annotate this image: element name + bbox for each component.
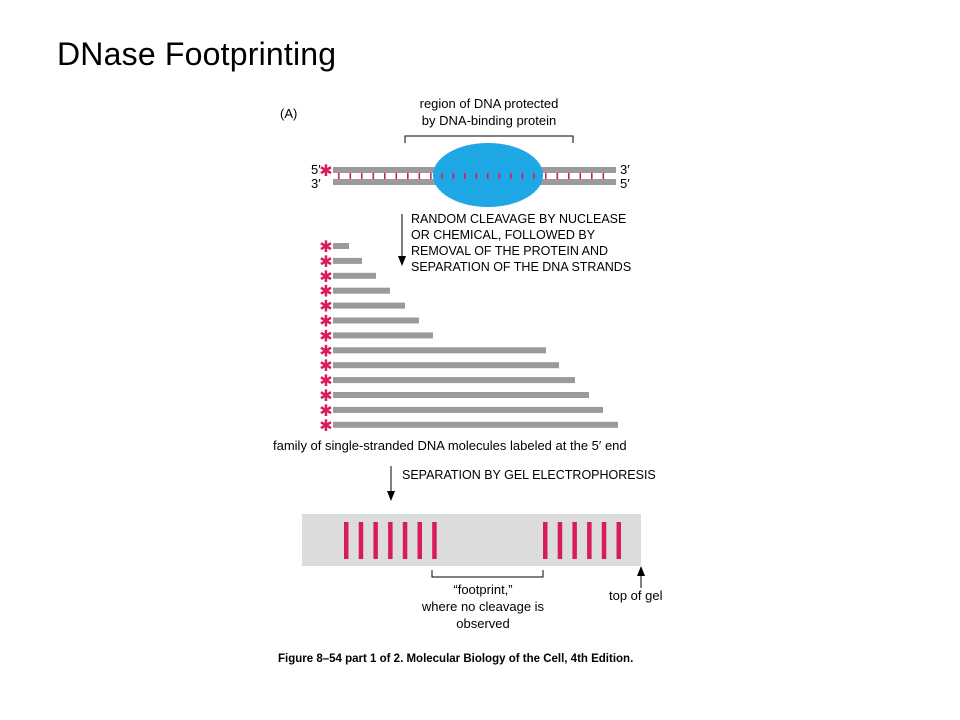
gel-band	[572, 522, 577, 559]
base-pair-tick	[579, 173, 582, 179]
gel-band	[601, 522, 607, 559]
fragment-label-star: ✱	[319, 418, 332, 435]
fragment-label-star: ✱	[319, 254, 332, 271]
dna-fragment	[333, 347, 546, 354]
fragment-label-star: ✱	[319, 388, 332, 405]
dna-fragment	[333, 243, 349, 249]
gel-band	[402, 522, 408, 559]
step2-arrow	[387, 466, 395, 501]
base-pair-tick	[349, 173, 352, 179]
step1-arrow	[398, 214, 406, 266]
fragment-label-star: ✱	[319, 343, 332, 360]
gel-band	[344, 522, 349, 559]
bottom-strand-5prime-label: 5′	[620, 176, 630, 191]
dna-fragment	[333, 287, 390, 294]
step1-line-2: OR CHEMICAL, FOLLOWED BY	[411, 228, 596, 242]
footprint-label-2: where no cleavage is	[421, 599, 545, 614]
gel-band	[373, 522, 378, 559]
family-label: family of single-stranded DNA molecules …	[273, 438, 627, 453]
base-pair-tick	[395, 173, 398, 179]
step2-label: SEPARATION BY GEL ELECTROPHORESIS	[402, 468, 656, 482]
bottom-strand-3prime-label: 3′	[311, 176, 321, 191]
step1-line-1: RANDOM CLEAVAGE BY NUCLEASE	[411, 212, 626, 226]
top-of-gel-label: top of gel	[609, 588, 663, 603]
base-pair-tick	[521, 173, 524, 179]
base-pair-tick	[498, 173, 501, 179]
base-pair-tick	[464, 173, 466, 179]
base-pair-tick	[475, 173, 478, 179]
gel-band	[388, 522, 393, 559]
panel-label: (A)	[280, 106, 297, 121]
base-pair-tick	[407, 173, 409, 179]
base-pair-tick	[591, 173, 593, 179]
dna-fragment	[333, 257, 362, 264]
end-label-star: ✱	[319, 163, 332, 180]
fragment-label-star: ✱	[319, 328, 332, 345]
dna-fragment	[333, 272, 376, 279]
protected-region-label-2: by DNA-binding protein	[422, 113, 556, 128]
dna-fragment	[333, 392, 589, 398]
base-pair-tick	[430, 173, 432, 179]
base-pair-tick	[556, 173, 559, 179]
gel-band	[432, 522, 437, 559]
double-stranded-dna: 5′ 3′ 3′ 5′ ✱	[311, 143, 630, 207]
step1-line-3: REMOVAL OF THE PROTEIN AND	[411, 244, 608, 258]
base-pair-tick	[487, 173, 489, 179]
top-of-gel-arrow	[637, 566, 645, 588]
base-pair-tick	[441, 173, 443, 179]
dna-fragment	[333, 332, 433, 339]
fragment-label-star: ✱	[319, 314, 332, 331]
footprint-label-3: observed	[456, 616, 509, 631]
base-pair-tick	[372, 173, 375, 179]
base-pair-tick	[384, 173, 386, 179]
fragment-label-star: ✱	[319, 269, 332, 286]
gel	[302, 514, 641, 566]
protected-region-bracket	[404, 135, 574, 143]
base-pair-tick	[418, 173, 421, 179]
top-strand-3prime-label: 3′	[620, 162, 630, 177]
dna-fragment	[333, 406, 603, 413]
protected-region-label-1: region of DNA protected	[420, 96, 559, 111]
gel-band	[557, 522, 563, 559]
step1-line-4: SEPARATION OF THE DNA STRANDS	[411, 260, 631, 274]
base-pair-tick	[452, 173, 455, 179]
top-strand-5prime-label: 5′	[311, 162, 321, 177]
fragment-label-star: ✱	[319, 284, 332, 301]
fragment-label-star: ✱	[319, 358, 332, 375]
base-pair-tick	[568, 173, 570, 179]
fragment-ladder: ✱✱✱✱✱✱✱✱✱✱✱✱✱	[319, 239, 618, 435]
footprint-bracket	[431, 570, 544, 578]
dna-fragment	[333, 377, 575, 384]
base-pair-ticks-over-protein	[441, 173, 535, 179]
base-pair-tick	[510, 173, 512, 179]
dna-fragment	[333, 362, 559, 369]
figure-caption: Figure 8–54 part 1 of 2. Molecular Biolo…	[278, 653, 633, 665]
footprint-label-1: “footprint,”	[453, 582, 512, 597]
gel-band	[417, 522, 422, 559]
gel-band	[587, 522, 592, 559]
fragment-label-star: ✱	[319, 299, 332, 316]
base-pair-tick	[533, 173, 535, 179]
fragment-label-star: ✱	[319, 239, 332, 256]
base-pair-tick	[338, 173, 340, 179]
gel-band	[616, 522, 621, 559]
gel-band	[543, 522, 548, 559]
dna-fragment	[333, 317, 419, 324]
fragment-label-star: ✱	[319, 403, 332, 420]
base-pair-tick	[361, 173, 363, 179]
gel-bands	[344, 522, 621, 559]
dna-fragment	[333, 302, 405, 309]
fragment-label-star: ✱	[319, 373, 332, 390]
gel-band	[358, 522, 364, 559]
slide-title: DNase Footprinting	[57, 36, 337, 72]
base-pair-tick	[545, 173, 547, 179]
dna-fragment	[333, 421, 618, 428]
base-pair-tick	[602, 173, 605, 179]
